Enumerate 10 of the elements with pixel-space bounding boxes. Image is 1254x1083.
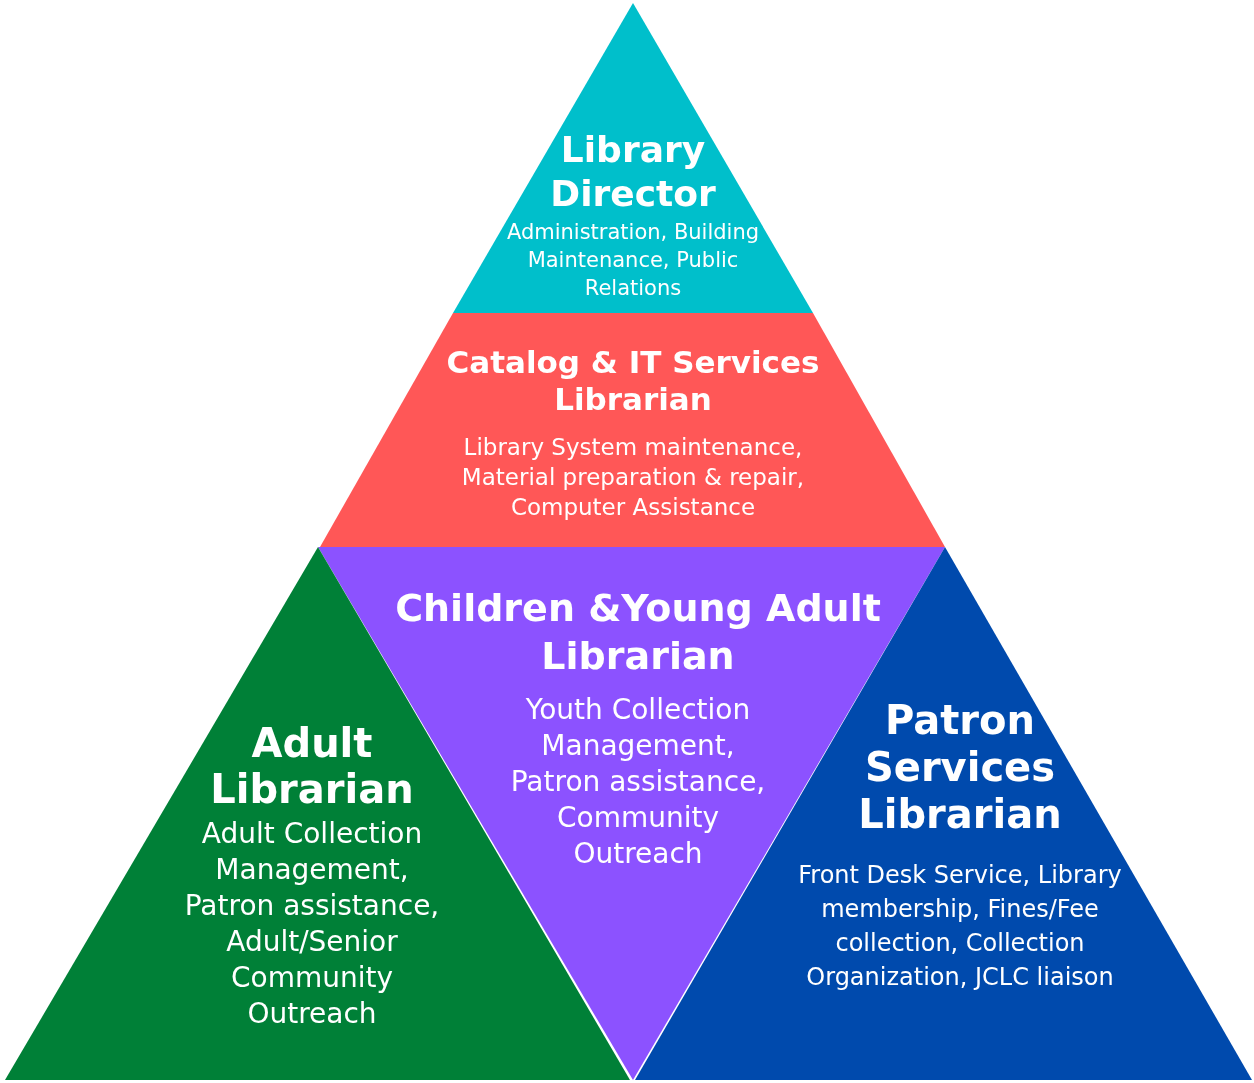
role-title: Catalog & IT Services Librarian — [445, 344, 821, 418]
duties-text: Front Desk Service, Library membership, Fines/Fee collection, Collection Organization, JCLC liaison — [797, 860, 1123, 993]
duties-text: Administration, Building Maintenance, Public Relations — [505, 219, 761, 302]
duties-text: Youth Collection Management, Patron assistance, Community Outreach — [509, 692, 767, 872]
role-title: Adult Librarian — [209, 720, 415, 812]
duties-text: Adult Collection Management, Patron assistance, Adult/Senior Community Outreach — [183, 816, 441, 1032]
role-title: Children &Young Adult Librarian — [394, 585, 882, 680]
role-title: Library Director — [549, 128, 717, 216]
role-title: Patron Services Librarian — [857, 697, 1063, 838]
duties-text: Library System maintenance, Material preparation & repair, Computer Assistance — [460, 433, 806, 522]
